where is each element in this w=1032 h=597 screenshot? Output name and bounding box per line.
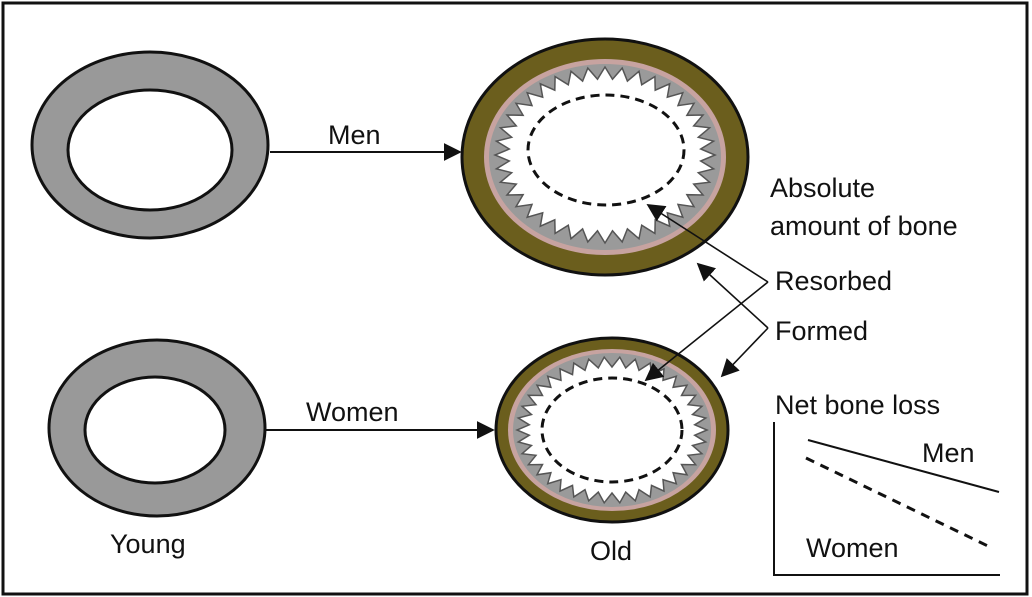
women-arrow-label: Women <box>306 397 399 427</box>
young-label: Young <box>110 529 186 559</box>
old-bone-men <box>462 39 748 275</box>
young-bone-women <box>49 340 265 516</box>
formed-label: Formed <box>775 316 868 346</box>
absolute-label-line2: amount of bone <box>770 211 958 241</box>
inset-women-label: Women <box>806 533 899 563</box>
young-bone-men <box>32 52 268 238</box>
endosteal-surface-men <box>495 67 715 243</box>
old-label: Old <box>590 536 632 566</box>
old-bone-women <box>496 338 728 522</box>
formed-pointers <box>698 264 768 376</box>
absolute-label-line1: Absolute <box>770 173 875 203</box>
resorbed-label: Resorbed <box>775 266 892 296</box>
men-arrow-label: Men <box>328 120 381 150</box>
net-bone-loss-inset: Net bone loss Men Women <box>774 390 1000 575</box>
inset-men-label: Men <box>922 438 975 468</box>
inset-title: Net bone loss <box>775 390 940 420</box>
